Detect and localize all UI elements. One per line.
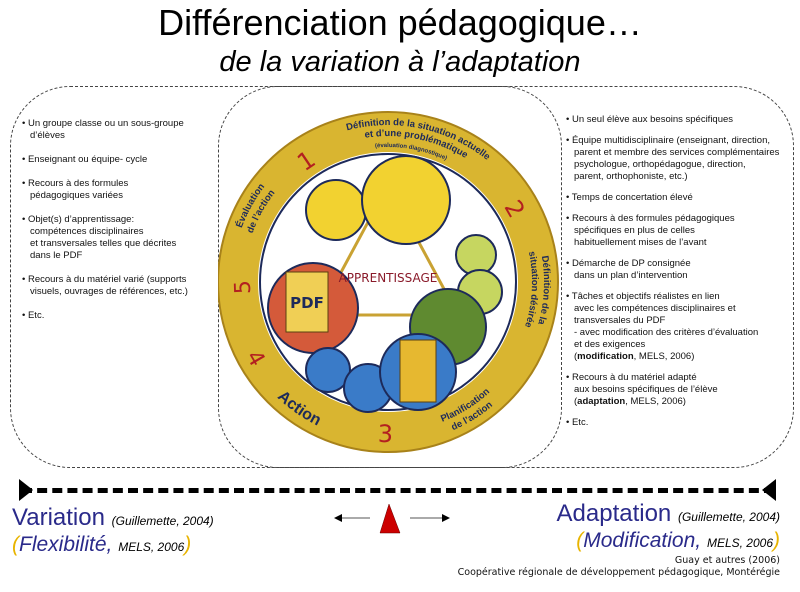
adaptation-item: Recours à des formules pédagogiques spéc… [566,213,798,249]
center-label: APPRENTISSAGE [339,271,438,285]
cycle-ring [218,112,558,452]
variation-label: Variation [12,504,105,531]
adaptation-item: Équipe multidisciplinaire (enseignant, d… [566,135,798,183]
credits-organization: Coopérative régionale de développement p… [457,567,780,578]
pdf-book-icon [285,271,329,333]
variation-item: Recours à du matériel varié (supports vi… [22,274,218,298]
adaptation-item-text: Recours à des formules pédagogiques spéc… [571,213,735,248]
left-arrow-icon [334,514,342,522]
slide-subtitle: de la variation à l’adaptation [219,46,581,78]
cycle-ring-edge [218,111,559,453]
school-building-icon [399,339,437,403]
teacher-illustration [455,234,497,276]
learning-triangle [315,181,461,317]
adaptation-item: Temps de concertation élevé [566,192,798,204]
variation-item: Recours à des formules pédagogiques vari… [22,178,218,202]
adaptation-item-keyword: modification [577,351,634,362]
credits: Guay et autres (2006) Coopérative région… [458,555,780,579]
adaptation-item-keyword: adaptation [577,396,626,407]
continuum-axis [22,488,774,493]
adaptation-item-text: Équipe multidisciplinaire (enseignant, d… [571,135,780,182]
adaptation-item-text: Etc. [571,417,589,428]
adaptation-item: Un seul élève aux besoins spécifiques [566,114,798,126]
position-marker-icon [379,503,401,534]
step-3-number: 3 [377,420,393,448]
variation-item: Enseignant ou équipe- cycle [22,154,218,166]
student-illustration [305,179,367,241]
flexibility-cite: MELS, 2006 [118,540,185,554]
cycle-diagram: PDF APPRENTISSAGE 1 Définition de la sit… [218,111,559,453]
adaptation-label: Adaptation [556,500,672,527]
variation-pole: Variation (Guillemette, 2004) (Flexibili… [12,504,214,556]
students-group-illustration [361,155,451,245]
adaptation-item-text: Un seul élève aux besoins spécifiques [571,114,734,125]
credits-authors: Guay et autres (2006) [674,555,780,566]
step-5-number: 5 [231,280,256,295]
adaptation-item-text: Tâches et objectifs réalistes en lien av… [571,291,759,362]
flexibility-label: Flexibilité [19,533,107,556]
modification-label: Modification [583,529,696,552]
adaptation-item-cite: , MELS, 2006) [633,351,695,362]
adaptation-pole: Adaptation (Guillemette, 2004) (Modifica… [556,500,780,552]
adaptation-item: Démarche de DP consignée dans un plan d’… [566,258,798,282]
adaptation-item: Recours à du matériel adapté aux besoins… [566,372,798,408]
adaptation-item: Tâches et objectifs réalistes en lien av… [566,291,798,363]
adaptation-item-text: Recours à du matériel adapté aux besoins… [571,372,718,407]
slider-marker [334,503,450,534]
pdf-label: PDF [290,294,324,312]
classroom-illustration [305,347,351,393]
variation-item: Objet(s) d’apprentissage: compétences di… [22,214,218,262]
variation-list: Un groupe classe ou un sous-groupe d’élè… [22,118,218,334]
adaptation-item-cite: , MELS, 2006) [625,396,686,407]
adaptation-item-text: Temps de concertation élevé [571,192,693,203]
variation-cite: (Guillemette, 2004) [111,514,214,528]
svg-text:5: 5 [231,280,256,295]
variation-item: Etc. [22,310,218,322]
slide-title: Différenciation pédagogique… [158,2,642,43]
right-arrow-icon [442,514,450,522]
adaptation-item: Etc. [566,417,798,429]
modification-cite: MELS, 2006 [706,536,773,550]
svg-text:3: 3 [377,420,393,448]
adaptation-item-text: Démarche de DP consignée dans un plan d’… [571,258,691,281]
right-end-arrow-icon [762,479,776,501]
adaptation-list: Un seul élève aux besoins spécifiquesÉqu… [566,114,798,438]
variation-item: Un groupe classe ou un sous-groupe d’élè… [22,118,218,142]
adaptation-cite: (Guillemette, 2004) [677,510,780,524]
